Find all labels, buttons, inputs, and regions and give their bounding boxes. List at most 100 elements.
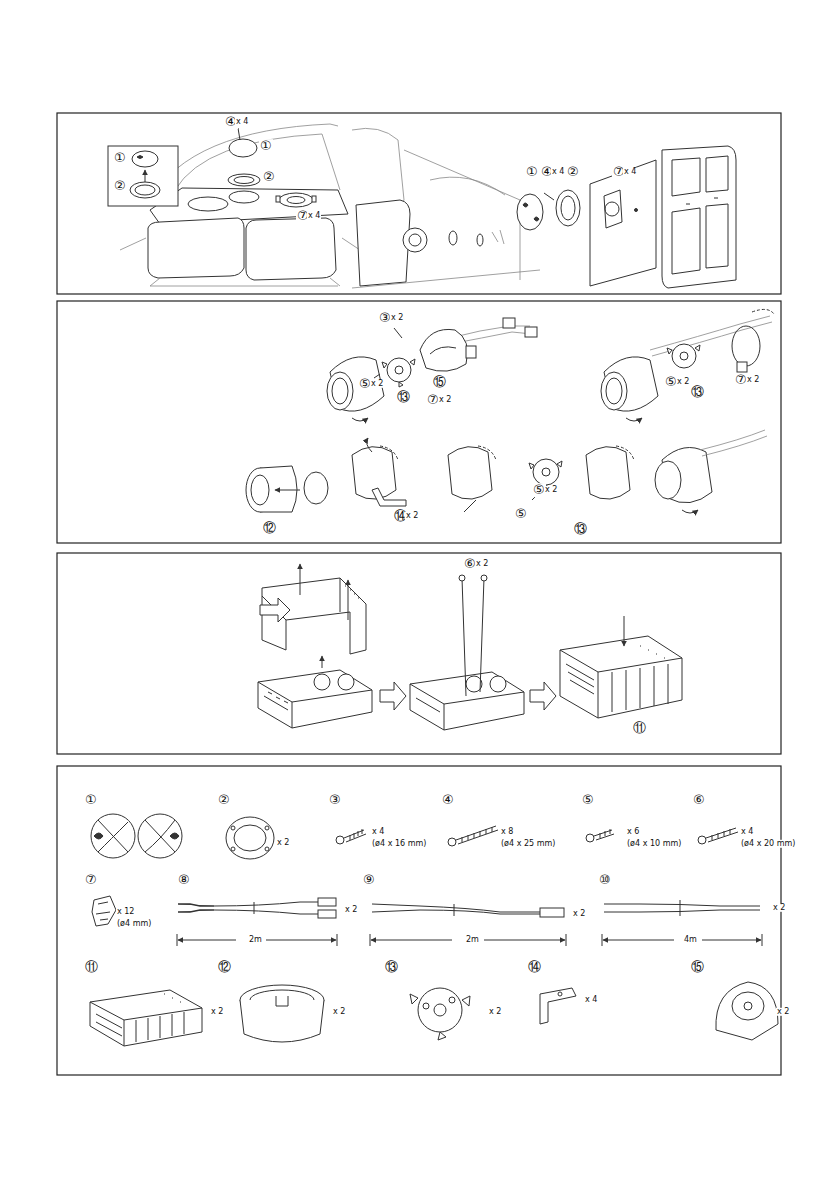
callout-number: ⑭ [527,960,542,974]
tweeter-flush-mount-part [652,322,772,356]
part-note: x 6 [626,828,640,836]
part-note: x 2 [344,906,358,914]
tweeter-assembly-steps-part [616,446,634,460]
parts-list-part [90,990,202,1046]
tweeter-assembly-steps-part [700,430,767,456]
part-note: x 2 [276,839,290,847]
crossover-assembly-part [480,578,484,692]
parts-list-part [91,814,135,858]
crossover-assembly-part [258,670,372,728]
door-speaker-exploded-part [662,146,736,288]
front-door-scene-part [449,231,457,245]
part-note: x 4 [740,828,754,836]
parts-list-part [254,902,255,914]
door-speaker-exploded-part [590,160,656,286]
callout-number: ⑤ [514,507,528,521]
part-note: x 2 [370,380,384,388]
rear-deck-scene-part [322,134,340,190]
callout-number: ⑬ [396,390,411,404]
panel-frame-part [57,301,781,543]
callout-number: ① [84,793,98,807]
tweeter-flush-mount-part [732,326,760,366]
rear-deck-scene-part [108,146,178,206]
part-note: x 4 [235,118,249,126]
rear-deck-scene-part [132,151,158,167]
part-note: x 2 [405,512,419,520]
rear-deck-scene-part [238,128,240,140]
crossover-assembly-part [300,564,301,595]
rear-deck-scene-part [279,193,313,207]
part-note: x 2 [746,376,760,384]
rear-deck-scene-part [276,196,280,202]
rear-deck-scene-part [145,170,146,183]
rear-deck-scene-part [234,177,254,184]
callout-number: ⑪ [84,960,99,974]
callout-number: ⑧ [177,873,191,887]
parts-list-part [418,988,462,1032]
parts-list-part [94,833,103,839]
callout-number: ⑤ [581,793,595,807]
tweeter-assembly-steps-part [372,488,406,506]
callout-number: ② [113,179,127,193]
part-note: x 2 [332,1008,346,1016]
tweeter-surface-mount-part [420,329,468,371]
parts-list-part [344,829,366,842]
part-note: (ø4 x 20 mm) [740,840,796,848]
tweeter-flush-mount-part [752,309,774,314]
part-note: x 2 [676,378,690,386]
tweeter-flush-mount-part [672,344,696,368]
parts-list-part [336,836,344,844]
parts-list-part [276,996,288,1006]
parts-list-part [318,910,336,918]
parts-list-part [136,1012,184,1042]
tweeter-flush-mount-part [626,418,642,421]
parts-list [90,814,778,1046]
parts-list-part [266,940,336,941]
callout-number: ⑪ [632,721,647,735]
callout-number: ③ [328,793,342,807]
parts-list-part [540,988,576,1024]
tweeter-flush-mount [601,309,774,421]
tweeter-assembly-steps-part [275,490,300,491]
parts-list-part [164,994,183,1002]
tweeter-assembly-steps [246,430,767,513]
parts-list-part [706,828,738,842]
parts-list-part [454,904,455,916]
rear-deck-scene-part [148,218,244,278]
callout-number: ⑬ [690,385,705,399]
crossover-assembly-part [258,682,372,728]
door-speaker-exploded-part [517,194,543,230]
part-note: x 2 [776,1008,790,1016]
crossover-assembly-part [416,698,440,712]
part-note: x 2 [488,1008,502,1016]
door-speaker-exploded-part [561,196,575,220]
callout-number: ① [113,151,127,165]
crossover-assembly-part [624,616,625,646]
callout-number: ② [262,170,276,184]
crossover-assembly-part [640,646,667,658]
tweeter-surface-mount-part [332,378,348,404]
front-door-scene-part [403,228,427,252]
rear-deck-scene [108,124,360,286]
crossover-assembly-part [410,672,524,730]
front-door-scene-part [409,234,421,246]
door-speaker-exploded-part [605,202,619,216]
crossover-assembly-part [560,636,682,718]
tweeter-assembly-steps-part [448,447,492,499]
parts-list-part [732,992,764,1020]
tweeter-assembly-steps-part [380,446,398,460]
parts-list-part [96,1014,122,1036]
part-note: x 2 [390,314,404,322]
rear-deck-scene-part [120,238,360,250]
tweeter-surface-mount-part [352,418,368,421]
parts-list-part [448,838,456,846]
part-note: (ø4 mm) [116,920,152,928]
panel-frame-part [57,766,781,1075]
tweeter-assembly-steps-part [655,461,681,499]
parts-list-part [744,1002,752,1010]
crossover-assembly-part [530,682,556,710]
parts-list-part [716,982,778,1040]
parts-list-part [586,834,594,842]
crossover-assembly-part [322,656,323,668]
parts-list-part [558,992,562,996]
